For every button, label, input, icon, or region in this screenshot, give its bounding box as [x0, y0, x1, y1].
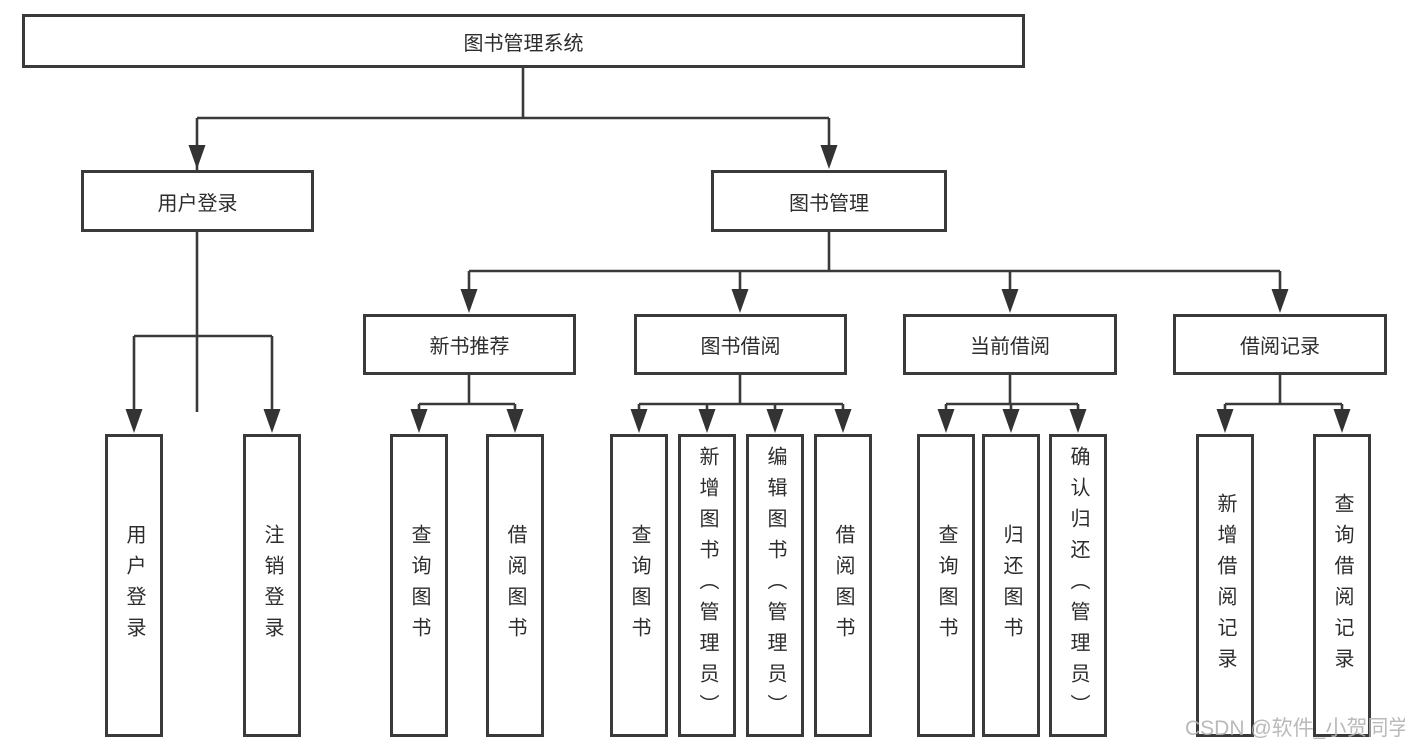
node-book-borrow: 图书借阅 — [634, 314, 847, 375]
node-book-borrow-label: 图书借阅 — [700, 336, 781, 358]
arrow-down-icon — [263, 409, 281, 433]
leaf-return-books-label: 归还图书 — [1000, 523, 1022, 648]
leaf-query-books-recommend-label: 查询图书 — [408, 523, 430, 648]
leaf-borrow-books-recommend: 借阅图书 — [486, 434, 544, 737]
arrow-down-icon — [460, 289, 478, 313]
arrow-down-icon — [834, 409, 852, 433]
leaf-query-borrow-record: 查询借阅记录 — [1313, 434, 1371, 737]
leaf-logout-label: 注销登录 — [261, 523, 283, 648]
node-current-borrow-label: 当前借阅 — [970, 336, 1050, 358]
node-root-system-label: 图书管理系统 — [463, 32, 584, 55]
leaf-user-login: 用户登录 — [105, 434, 163, 737]
leaf-borrow-books: 借阅图书 — [814, 434, 872, 737]
leaf-return-books: 归还图书 — [982, 434, 1040, 737]
node-user-login: 用户登录 — [81, 170, 314, 232]
leaf-query-borrow-record-label: 查询借阅记录 — [1331, 492, 1353, 679]
node-book-management: 图书管理 — [711, 170, 947, 232]
leaf-borrow-books-label: 借阅图书 — [832, 523, 854, 648]
arrow-down-icon — [1001, 289, 1019, 313]
arrow-down-icon — [731, 289, 749, 313]
arrow-down-icon — [1002, 409, 1020, 433]
arrow-down-icon — [1271, 289, 1289, 313]
arrow-down-icon — [630, 409, 648, 433]
node-borrow-records: 借阅记录 — [1173, 314, 1387, 375]
arrow-down-icon — [937, 409, 955, 433]
leaf-query-books-current-label: 查询图书 — [935, 523, 957, 648]
arrow-down-icon — [1069, 409, 1087, 433]
leaf-query-books-borrow-label: 查询图书 — [628, 523, 650, 648]
leaf-add-borrow-record: 新增借阅记录 — [1196, 434, 1254, 737]
arrow-down-icon — [820, 145, 838, 169]
node-borrow-records-label: 借阅记录 — [1240, 336, 1320, 358]
node-root-system: 图书管理系统 — [22, 14, 1025, 68]
leaf-confirm-return-admin: 确认归还（管理员） — [1049, 434, 1107, 737]
leaf-borrow-books-recommend-label: 借阅图书 — [504, 523, 526, 648]
leaf-edit-book-admin: 编辑图书（管理员） — [746, 434, 804, 737]
leaf-confirm-return-admin-label: 确认归还（管理员） — [1067, 446, 1089, 725]
node-new-book-recommend: 新书推荐 — [363, 314, 576, 375]
leaf-add-borrow-record-label: 新增借阅记录 — [1214, 492, 1236, 679]
watermark-text: CSDN @软件_小贺同学 — [1185, 717, 1405, 740]
leaf-logout: 注销登录 — [243, 434, 301, 737]
arrow-down-icon — [698, 409, 716, 433]
leaf-add-book-admin: 新增图书（管理员） — [678, 434, 736, 737]
leaf-query-books-borrow: 查询图书 — [610, 434, 668, 737]
arrow-down-icon — [1333, 409, 1351, 433]
node-user-login-label: 用户登录 — [157, 192, 238, 215]
arrow-down-icon — [766, 409, 784, 433]
leaf-user-login-label: 用户登录 — [123, 523, 145, 648]
node-new-book-recommend-label: 新书推荐 — [429, 336, 510, 358]
leaf-query-books-current: 查询图书 — [917, 434, 975, 737]
arrow-down-icon — [188, 145, 206, 169]
arrow-down-icon — [410, 409, 428, 433]
node-book-management-label: 图书管理 — [789, 192, 869, 215]
leaf-query-books-recommend: 查询图书 — [390, 434, 448, 737]
leaf-edit-book-admin-label: 编辑图书（管理员） — [764, 446, 786, 725]
leaf-add-book-admin-label: 新增图书（管理员） — [696, 446, 718, 725]
arrow-down-icon — [125, 409, 143, 433]
arrow-down-icon — [506, 409, 524, 433]
arrow-down-icon — [1216, 409, 1234, 433]
node-current-borrow: 当前借阅 — [903, 314, 1117, 375]
